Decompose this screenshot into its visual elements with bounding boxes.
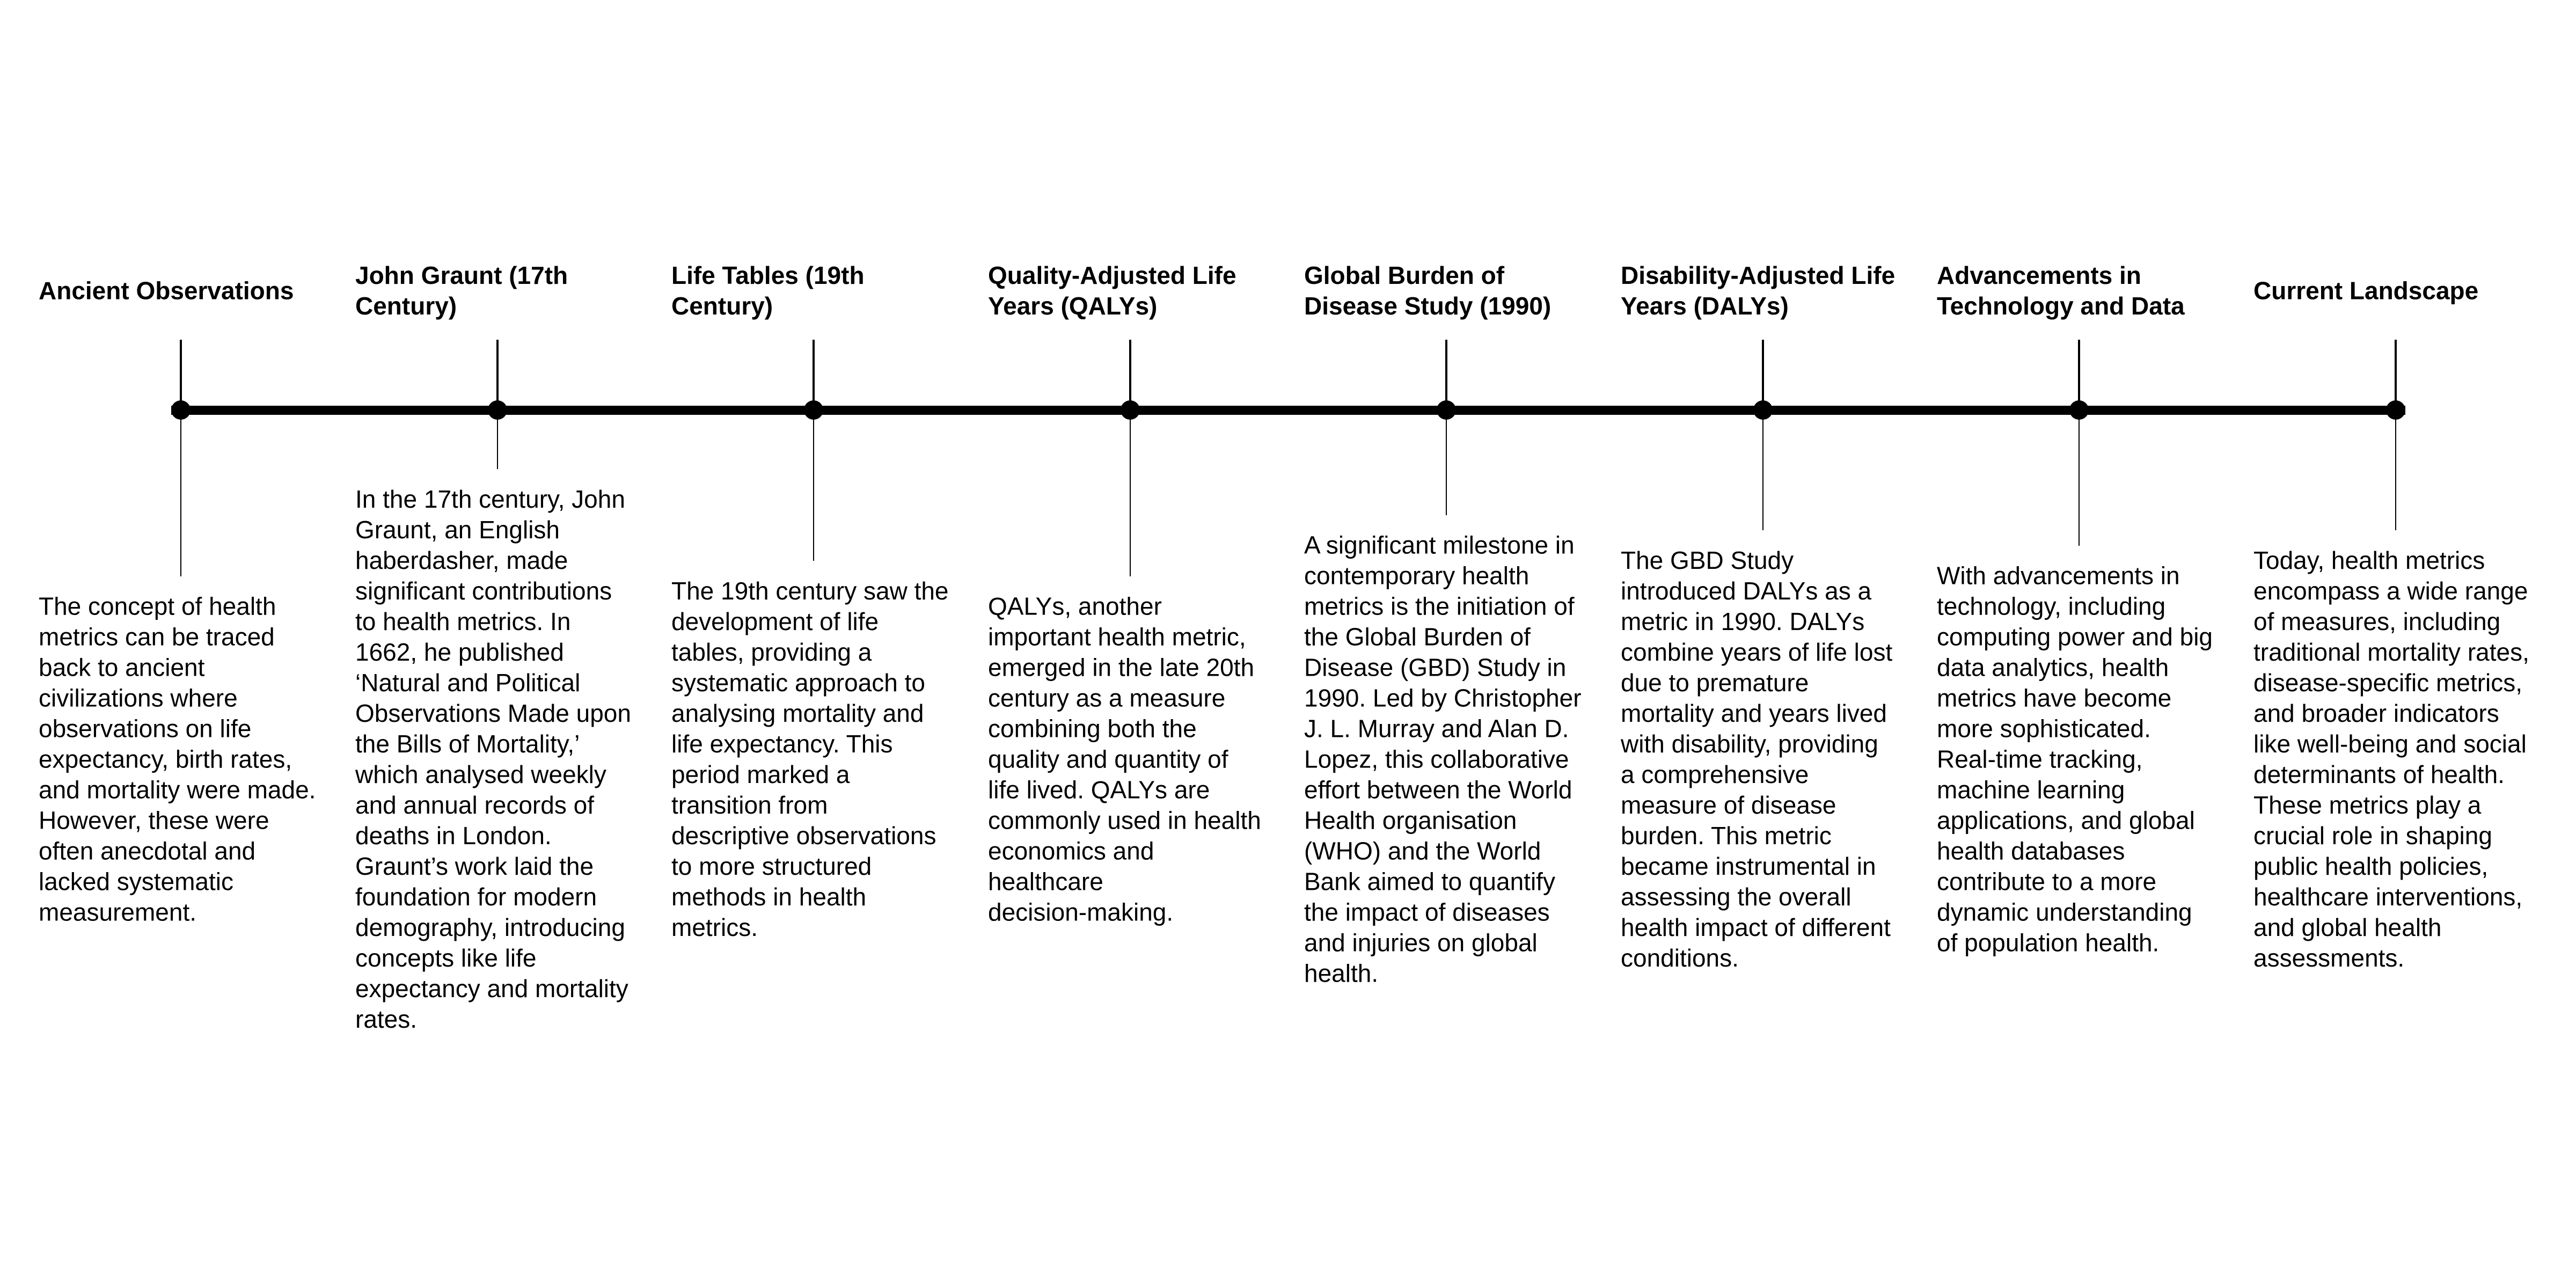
milestone-dot <box>2386 400 2405 420</box>
milestone-dot <box>1753 400 1773 420</box>
milestone-dot <box>171 400 191 420</box>
milestone-connector-top <box>496 340 499 411</box>
milestone-connector-bottom <box>813 411 814 561</box>
milestone-column: Ancient Observations The concept of heal… <box>39 0 361 1288</box>
milestone-description: The 19th century saw the development of … <box>671 577 949 941</box>
milestone-column: John Graunt (17th Century) In the 17th c… <box>355 0 677 1288</box>
milestone-dot <box>2069 400 2089 420</box>
milestone-connector-bottom <box>1130 411 1131 576</box>
milestone-column: Life Tables (19th Century) The 19th cent… <box>671 0 993 1288</box>
milestone-title: Current Landscape <box>2253 276 2479 305</box>
milestone-connector-top <box>1445 340 1447 411</box>
milestone-column: Advancements in Technology and Data With… <box>1937 0 2259 1288</box>
milestone-description: The GBD Study introduced DALYs as a metr… <box>1621 546 1893 972</box>
milestone-column: Current Landscape Today, health metrics … <box>2253 0 2575 1288</box>
milestone-dot <box>1121 400 1140 420</box>
milestone-connector-top <box>1129 340 1131 411</box>
milestone-connector-bottom <box>1446 411 1447 515</box>
milestone-connector-bottom <box>180 411 181 576</box>
milestone-connector-top <box>180 340 182 411</box>
milestone-title: John Graunt (17th Century) <box>355 261 568 320</box>
milestone-description: QALYs, another important health metric, … <box>988 592 1261 926</box>
milestone-title: Ancient Observations <box>39 276 294 305</box>
milestone-connector-top <box>1762 340 1764 411</box>
milestone-title: Global Burden of Disease Study (1990) <box>1304 261 1552 320</box>
milestone-dot <box>488 400 507 420</box>
milestone-dot <box>1437 400 1456 420</box>
milestone-title: Disability-Adjusted Life Years (DALYs) <box>1621 261 1896 320</box>
milestone-connector-bottom <box>2395 411 2396 530</box>
milestone-column: Quality-Adjusted Life Years (QALYs) QALY… <box>988 0 1310 1288</box>
milestone-description: With advancements in technology, includi… <box>1937 561 2213 957</box>
milestone-connector-top <box>2078 340 2080 411</box>
milestone-connector-bottom <box>2079 411 2080 546</box>
milestone-description: In the 17th century, John Graunt, an Eng… <box>355 485 631 1033</box>
milestone-description: The concept of health metrics can be tra… <box>39 592 316 926</box>
milestone-connector-bottom <box>1762 411 1763 530</box>
milestone-column: Disability-Adjusted Life Years (DALYs) T… <box>1621 0 1943 1288</box>
milestone-connector-top <box>2395 340 2397 411</box>
milestone-description: Today, health metrics encompass a wide r… <box>2253 546 2529 972</box>
milestone-dot <box>804 400 823 420</box>
milestone-description: A significant milestone in contemporary … <box>1304 531 1582 987</box>
milestone-title: Quality-Adjusted Life Years (QALYs) <box>988 261 1236 320</box>
milestone-column: Global Burden of Disease Study (1990) A … <box>1304 0 1626 1288</box>
milestone-connector-bottom <box>497 411 498 469</box>
timeline-axis <box>171 406 2405 415</box>
milestone-connector-top <box>813 340 815 411</box>
milestone-title: Advancements in Technology and Data <box>1937 261 2185 320</box>
milestone-title: Life Tables (19th Century) <box>671 261 865 320</box>
